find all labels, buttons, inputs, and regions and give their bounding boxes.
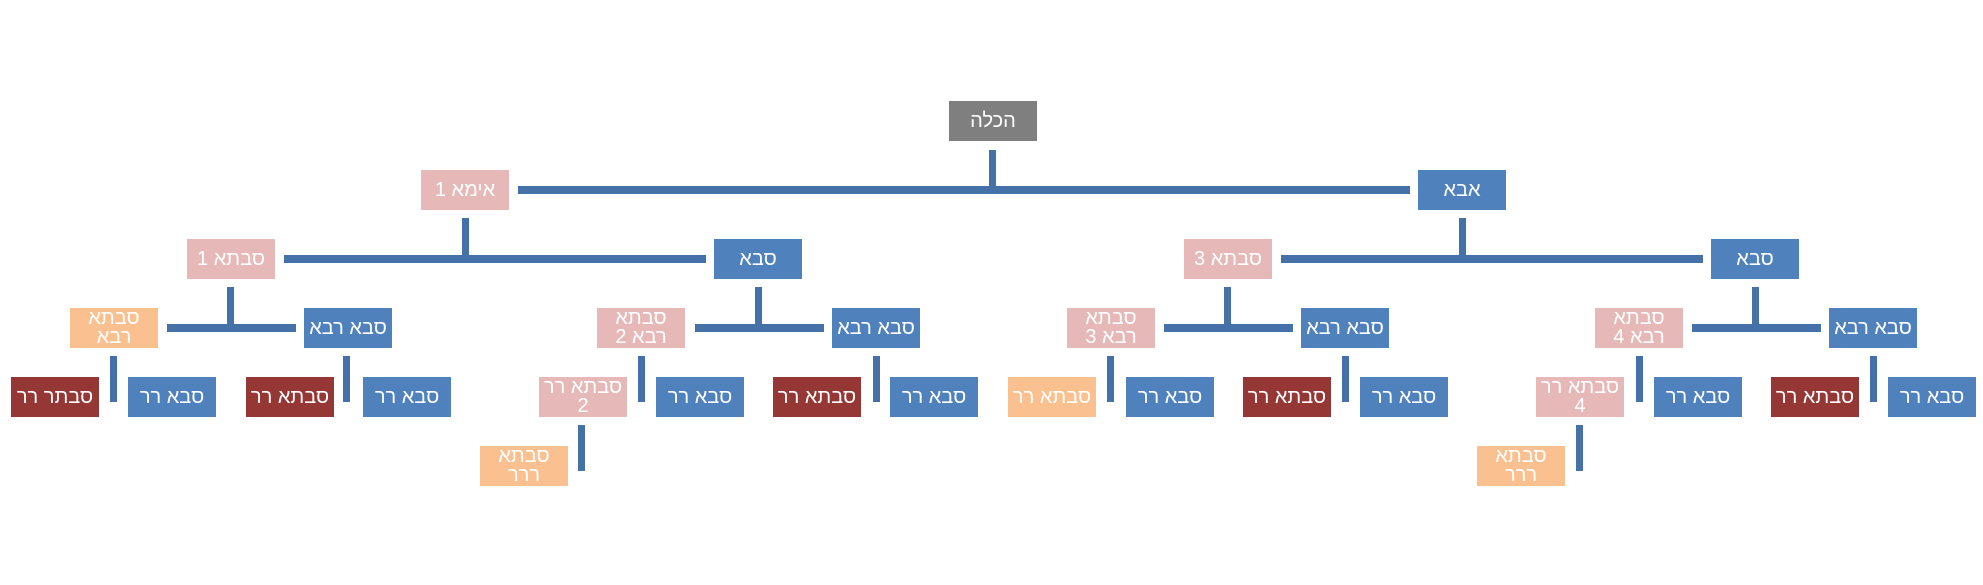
gg-grandma-node[interactable]: סבתא רר 4 [1536, 377, 1624, 417]
gg-grandpa-node[interactable]: סבא רר [656, 377, 744, 417]
gg-grandpa-node[interactable]: סבא רר [1126, 377, 1214, 417]
connector [518, 186, 1410, 194]
connector [1692, 324, 1821, 332]
gg-grandma-node[interactable]: סבתר רר [11, 377, 99, 417]
gg-grandma-node[interactable]: סבתא רר 2 [539, 377, 627, 417]
gg-grandma-node[interactable]: סבתא רר [1008, 377, 1096, 417]
connector [578, 425, 585, 471]
connector [1459, 218, 1466, 256]
paternal-grandma-node[interactable]: סבתא 3 [1184, 239, 1272, 279]
great-grandma-node[interactable]: סבתא רבא 3 [1067, 308, 1155, 348]
gg-grandma-node[interactable]: סבתא רר [246, 377, 334, 417]
connector [1281, 255, 1703, 263]
connector [1164, 324, 1293, 332]
father-node[interactable]: אבא [1418, 170, 1506, 210]
connector [1224, 287, 1231, 325]
connector [1576, 425, 1583, 471]
ggg-grandma-node[interactable]: סבתא ררר [1477, 446, 1565, 486]
maternal-grandpa-node[interactable]: סבא [714, 239, 802, 279]
connector [227, 287, 234, 325]
maternal-grandma-node[interactable]: סבתא 1 [187, 239, 275, 279]
gg-grandma-node[interactable]: סבתא רר [1243, 377, 1331, 417]
great-grandpa-node[interactable]: סבא רבא [832, 308, 920, 348]
root-node[interactable]: הכלה [949, 101, 1037, 141]
connector [989, 150, 996, 189]
connector [1870, 356, 1877, 402]
gg-grandpa-node[interactable]: סבא רר [363, 377, 451, 417]
ggg-grandma-node[interactable]: סבתא ררר [480, 446, 568, 486]
great-grandma-node[interactable]: סבתא רבא 2 [597, 308, 685, 348]
connector [462, 218, 469, 256]
connector [343, 356, 350, 402]
connector [695, 324, 824, 332]
connector [1636, 356, 1643, 402]
connector [755, 287, 762, 325]
great-grandpa-node[interactable]: סבא רבא [304, 308, 392, 348]
connector [873, 356, 880, 402]
great-grandma-node[interactable]: סבתא רבא 4 [1595, 308, 1683, 348]
gg-grandpa-node[interactable]: סבא רר [890, 377, 978, 417]
mother-node[interactable]: אימא 1 [421, 170, 509, 210]
great-grandpa-node[interactable]: סבא רבא [1301, 308, 1389, 348]
gg-grandma-node[interactable]: סבתא רר [1771, 377, 1859, 417]
gg-grandpa-node[interactable]: סבא רר [1654, 377, 1742, 417]
great-grandpa-node[interactable]: סבא רבא [1829, 308, 1917, 348]
connector [167, 324, 296, 332]
connector [110, 356, 117, 402]
gg-grandpa-node[interactable]: סבא רר [1888, 377, 1976, 417]
gg-grandma-node[interactable]: סבתא רר [773, 377, 861, 417]
connector [638, 356, 645, 402]
great-grandma-node[interactable]: סבתא רבא [70, 308, 158, 348]
gg-grandpa-node[interactable]: סבא רר [128, 377, 216, 417]
connector [1342, 356, 1349, 402]
connector [1107, 356, 1114, 402]
paternal-grandpa-node[interactable]: סבא [1711, 239, 1799, 279]
gg-grandpa-node[interactable]: סבא רר [1360, 377, 1448, 417]
connector [1752, 287, 1759, 325]
connector [284, 255, 706, 263]
